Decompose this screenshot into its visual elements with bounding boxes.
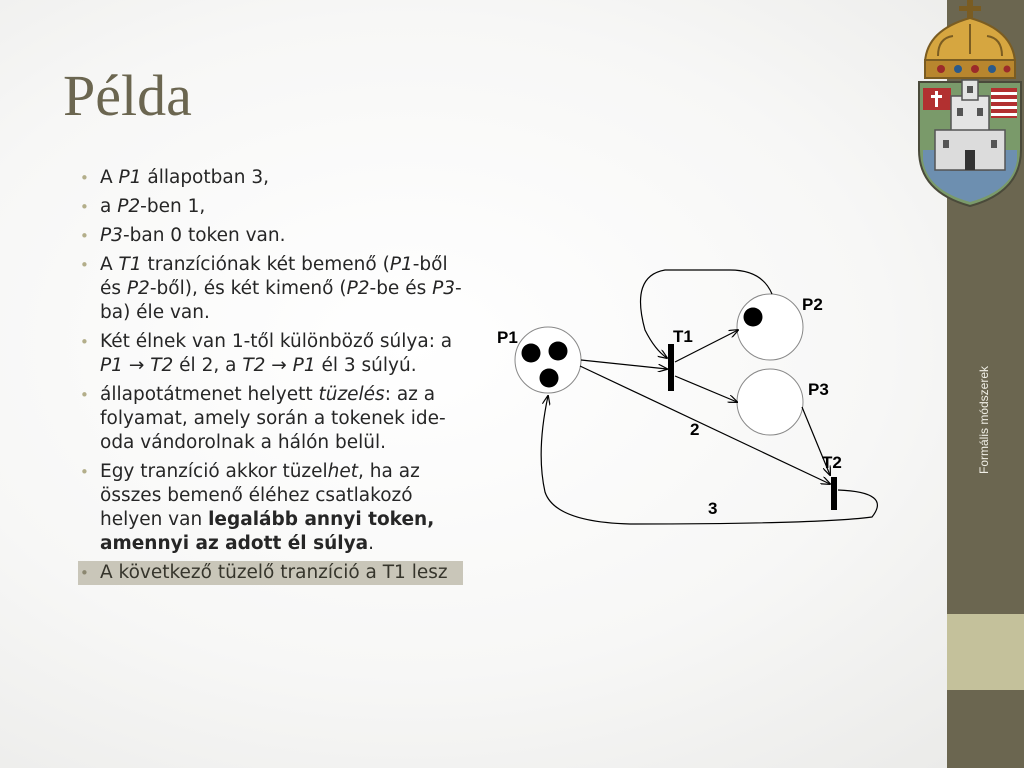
bullet-item: • Egy tranzíció akkor tüzelhet, ha az öss…: [78, 460, 463, 556]
bullet-text-segment: P1: [292, 355, 316, 376]
place-p3-label: P3: [808, 380, 829, 399]
bullet-text-segment: P2: [117, 196, 141, 217]
arc-p1-t2: [579, 365, 830, 484]
bullet-text-segment: T1: [118, 254, 142, 275]
bullet-item: • állapotátmenet helyett tüzelés: az a fo…: [78, 383, 463, 455]
place-p3: [736, 368, 804, 436]
slide-title: Példa: [63, 63, 192, 128]
bullet-text-segment: -ből), és két kimenő (: [149, 278, 347, 299]
p1-token: [548, 341, 568, 361]
bullet-text-segment: állapotban 3,: [141, 167, 269, 188]
sidebar-accent-block: [947, 614, 1024, 690]
bullet-text-segment: T2: [242, 355, 266, 376]
bullet-item: • A P1 állapotban 3,: [78, 166, 463, 190]
bullet-text-segment: tüzelés: [318, 384, 385, 405]
bullet-text-segment: P3: [432, 278, 456, 299]
bullet-text-segment: A: [100, 254, 119, 275]
bullet-text-segment: →: [265, 355, 293, 376]
arc-p2-t1: [639, 269, 773, 358]
bullet-dot-icon: •: [80, 227, 89, 245]
bullet-item: •Két élnek van 1-től különböző súlya: a …: [78, 330, 463, 378]
arc-t1-p2: [674, 330, 738, 363]
bullet-text-segment: Egy tranzíció akkor tüzel: [100, 461, 328, 482]
bullet-text-segment: legalább annyi token, amennyi az adott é…: [100, 509, 435, 554]
bullet-text-segment: Két élnek van 1-től különböző súlya: a: [100, 331, 453, 352]
bullet-text-segment: .: [368, 533, 375, 554]
bullet-dot-icon: •: [80, 198, 89, 216]
bullet-text-segment: T2: [150, 355, 174, 376]
bullet-text-segment: : az a folyamat, amely során a tokenek i…: [100, 384, 446, 453]
bullet-text-segment: -ből és: [100, 254, 448, 299]
bullet-item: • a P2-ben 1,: [78, 195, 463, 219]
transition-t2-label: T2: [822, 453, 842, 472]
arc-p1-t1: [580, 359, 667, 369]
bullet-text-segment: A: [100, 167, 119, 188]
bullet-text-segment: -be és: [369, 278, 433, 299]
bullet-text-segment: P2: [346, 278, 370, 299]
transition-t1: [668, 344, 674, 391]
bullet-dot-icon: •: [80, 333, 89, 351]
bullet-text-segment: él 3 súlyú.: [315, 355, 417, 376]
weight-label-t2-p1: 3: [708, 499, 717, 518]
place-p1-label: P1: [497, 328, 518, 347]
p1-token: [539, 368, 559, 388]
bullet-text-segment: P1: [389, 254, 413, 275]
bullet-text-segment: tranzíciónak két bemenő (: [141, 254, 390, 275]
place-p2: [736, 293, 804, 361]
bullet-text-segment: -ben 1,: [140, 196, 206, 217]
bullet-text-segment: P1: [118, 167, 142, 188]
bullet-dot-icon: •: [80, 256, 89, 274]
bullet-text-segment: P3: [100, 225, 123, 246]
arc-p3-t2: [801, 406, 830, 475]
bullet-item: • A T1 tranzíciónak két bemenő (P1-ből és…: [78, 253, 463, 325]
bullet-text-segment: P1: [100, 355, 123, 376]
bullet-text-segment: P2: [126, 278, 150, 299]
arc-t2-p1: [540, 396, 878, 525]
bullet-item: • P3-ban 0 token van.: [78, 224, 463, 248]
place-p2-label: P2: [802, 295, 823, 314]
arc-t1-p3: [674, 375, 737, 402]
bullet-dot-icon: •: [80, 386, 89, 404]
bullet-dot-icon: •: [80, 564, 89, 582]
bullet-text-segment: -ba) éle van.: [100, 278, 462, 323]
transition-t1-label: T1: [673, 327, 693, 346]
bullet-text-segment: a: [100, 196, 118, 217]
bullet-text-segment: állapotátmenet helyett: [100, 384, 319, 405]
weight-label-p1-t2: 2: [690, 420, 699, 439]
bullet-text-segment: , ha az összes bemenő éléhez csatlakozó …: [100, 461, 420, 530]
university-crest-logo: [918, 0, 1022, 208]
p1-token: [521, 343, 541, 363]
bullet-text-segment: él 2, a: [173, 355, 243, 376]
bullet-text-segment: A következő tüzelő tranzíció a T1 lesz: [100, 562, 448, 583]
bullet-text-segment: het: [327, 461, 359, 482]
sidebar-course-title: Formális módszerek: [977, 365, 991, 475]
bullet-text-segment: -ban 0 token van.: [122, 225, 286, 246]
bullet-dot-icon: •: [80, 169, 89, 187]
transition-t2: [831, 477, 837, 510]
petri-net-diagram: P1 P2 P3 T1 T2 2 3: [497, 269, 878, 525]
p2-token: [743, 307, 763, 327]
bullet-item: • A következő tüzelő tranzíció a T1 lesz: [78, 561, 463, 585]
bullet-dot-icon: •: [80, 463, 89, 481]
bullet-list: •A P1 állapotban 3,•a P2-ben 1,•P3-ban 0…: [78, 166, 463, 590]
bullet-text-segment: →: [122, 355, 151, 376]
